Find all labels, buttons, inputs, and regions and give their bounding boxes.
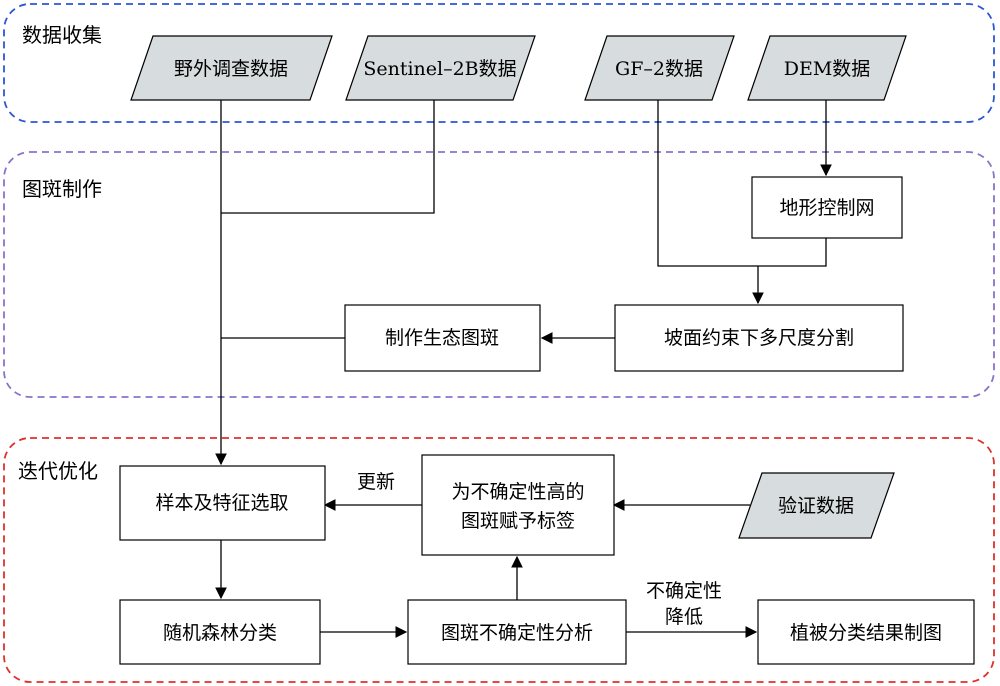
node-segmentation-label: 坡面约束下多尺度分割 <box>664 327 854 349</box>
node-segmentation <box>614 304 904 372</box>
node-uncertainty-label: 图斑不确定性分析 <box>441 622 593 644</box>
node-result-map-label: 植被分类结果制图 <box>790 622 942 644</box>
group-iterative-border <box>3 437 995 683</box>
node-assign-label-line1: 为不确定性高的 <box>451 481 584 503</box>
node-terrain-net-label: 地形控制网 <box>779 197 874 219</box>
edge-label-uncertainty-low-line1: 不确定性 <box>646 580 722 602</box>
node-terrain-net <box>751 176 903 239</box>
node-random-forest-label: 随机森林分类 <box>163 622 277 644</box>
node-sentinel-label: Sentinel–2B数据 <box>363 58 516 80</box>
node-sentinel <box>345 35 536 101</box>
group-data-collection-border <box>3 3 995 123</box>
node-validation-label: 验证数据 <box>778 495 854 517</box>
node-assign-label <box>421 454 615 556</box>
node-dem-label: DEM数据 <box>784 58 871 80</box>
edge-label-uncertainty-low-line2: 降低 <box>665 606 703 628</box>
group-label-iterative: 迭代优化 <box>18 459 98 483</box>
node-random-forest <box>119 599 321 665</box>
node-assign-label-line2: 图斑赋予标签 <box>461 510 575 532</box>
node-gf2-label: GF–2数据 <box>615 58 703 80</box>
edge-terrain-to-junction <box>758 238 827 267</box>
edge-label-update: 更新 <box>357 471 395 493</box>
edge-gf2-to-junction <box>657 100 758 267</box>
node-field-survey <box>130 35 333 101</box>
group-label-patch-making: 图斑制作 <box>22 177 102 201</box>
node-uncertainty <box>407 599 627 665</box>
node-result-map <box>757 599 975 665</box>
node-dem <box>747 35 907 101</box>
group-label-data-collection: 数据收集 <box>22 23 102 47</box>
node-field-survey-label: 野外调查数据 <box>174 58 288 80</box>
node-gf2 <box>584 35 735 101</box>
node-validation <box>738 472 895 539</box>
node-make-patches-label: 制作生态图斑 <box>385 327 499 349</box>
node-sample-select-label: 样本及特征选取 <box>155 492 288 514</box>
group-patch-making-border <box>3 151 995 398</box>
edge-sentinel-to-main <box>221 100 435 214</box>
node-make-patches <box>344 304 541 372</box>
node-sample-select <box>119 465 326 541</box>
